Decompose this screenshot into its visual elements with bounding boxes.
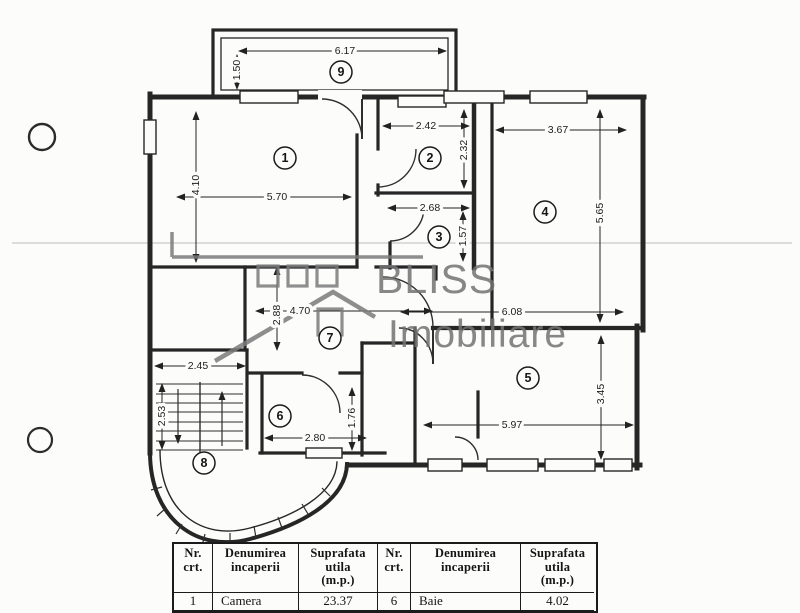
punch-hole-top <box>27 122 57 152</box>
room-area-table: Nr. crt. Denumirea incaperii Suprafata u… <box>172 542 598 613</box>
room-6-label: 6 <box>268 404 292 428</box>
dim-room5-bottom-width: 5.97 <box>502 419 523 431</box>
svg-text:6: 6 <box>277 409 284 423</box>
dim-stairs-height: 2.53 <box>156 406 168 427</box>
dim-room6-width: 2.80 <box>305 432 326 444</box>
dim-room2-height: 2.32 <box>458 140 470 161</box>
dim-hall-height: 2.88 <box>271 305 283 326</box>
punch-hole-bottom <box>26 426 54 454</box>
table-row1-name-2: Baie <box>411 593 521 611</box>
room-9-label: 9 <box>329 60 353 84</box>
table-row1-nr-1: 1 <box>174 593 213 611</box>
room-4-label: 4 <box>533 200 557 224</box>
table-header-denumirea-2: Denumirea incaperii <box>411 544 521 593</box>
logo-name: BLISS <box>376 256 497 302</box>
svg-text:5: 5 <box>525 371 532 385</box>
room-1-label: 1 <box>273 146 297 170</box>
svg-text:7: 7 <box>327 331 334 345</box>
dim-room3-height: 1.57 <box>457 226 469 247</box>
dim-room5-height: 3.45 <box>595 384 607 405</box>
table-header-nr-2: Nr. crt. <box>378 544 411 593</box>
room-7-label: 7 <box>318 326 342 350</box>
bay-window-wall <box>147 449 350 547</box>
table-header-suprafata-1: Suprafata utila (m.p.) <box>299 544 378 593</box>
room-3-label: 3 <box>427 225 451 249</box>
dim-room3-width: 2.68 <box>420 202 441 214</box>
svg-text:4: 4 <box>542 205 549 219</box>
svg-text:9: 9 <box>338 65 345 79</box>
staircase <box>156 382 243 452</box>
table-row1-area-2: 4.02 <box>521 593 594 611</box>
table-header-denumirea-1: Denumirea incaperii <box>213 544 299 593</box>
table-header-suprafata-2: Suprafata utila (m.p.) <box>521 544 594 593</box>
logo-tagline: Imobiliare <box>388 313 567 356</box>
room-numbers: 1 2 3 4 5 6 7 8 <box>192 60 557 475</box>
dim-stairs-width: 2.45 <box>188 360 209 372</box>
dim-room6-height: 1.76 <box>346 408 358 429</box>
room-2-label: 2 <box>418 146 442 170</box>
dim-room5-top-width: 6.08 <box>502 306 523 318</box>
table-row1-area-1: 23.37 <box>299 593 378 611</box>
dimension-labels: 6.17 1.50 4.10 5.70 2.42 2.32 2.68 1.57 … <box>152 41 610 447</box>
dim-room1-width: 5.70 <box>267 191 288 203</box>
door-arcs <box>301 98 479 461</box>
dimension-lines <box>154 47 634 460</box>
room-8-label: 8 <box>192 451 216 475</box>
table-row1-nr-2: 6 <box>378 593 411 611</box>
dim-room4-width: 3.67 <box>548 124 569 136</box>
table-header-nr-1: Nr. crt. <box>174 544 213 593</box>
dim-room1-height: 4.10 <box>190 175 202 196</box>
table-row1-name-1: Camera <box>213 593 299 611</box>
dim-hall-width: 4.70 <box>290 305 311 317</box>
windows <box>143 90 633 472</box>
floor-plan-drawing: BLISS Imobiliare 6.17 1.50 4.10 5.70 2.4… <box>12 28 792 547</box>
svg-text:3: 3 <box>436 230 443 244</box>
svg-text:2: 2 <box>427 151 434 165</box>
room-5-label: 5 <box>516 366 540 390</box>
dim-room4-height: 5.65 <box>594 203 606 224</box>
svg-text:8: 8 <box>201 456 208 470</box>
svg-text:1: 1 <box>282 151 289 165</box>
door-openings <box>318 90 362 103</box>
scanned-floorplan-page: { "logo": { "name": "BLISS", "tagline": … <box>12 28 792 613</box>
dim-room9-depth: 1.50 <box>231 60 243 81</box>
dim-room2-width: 2.42 <box>416 120 437 132</box>
dim-room9-width: 6.17 <box>335 45 356 57</box>
